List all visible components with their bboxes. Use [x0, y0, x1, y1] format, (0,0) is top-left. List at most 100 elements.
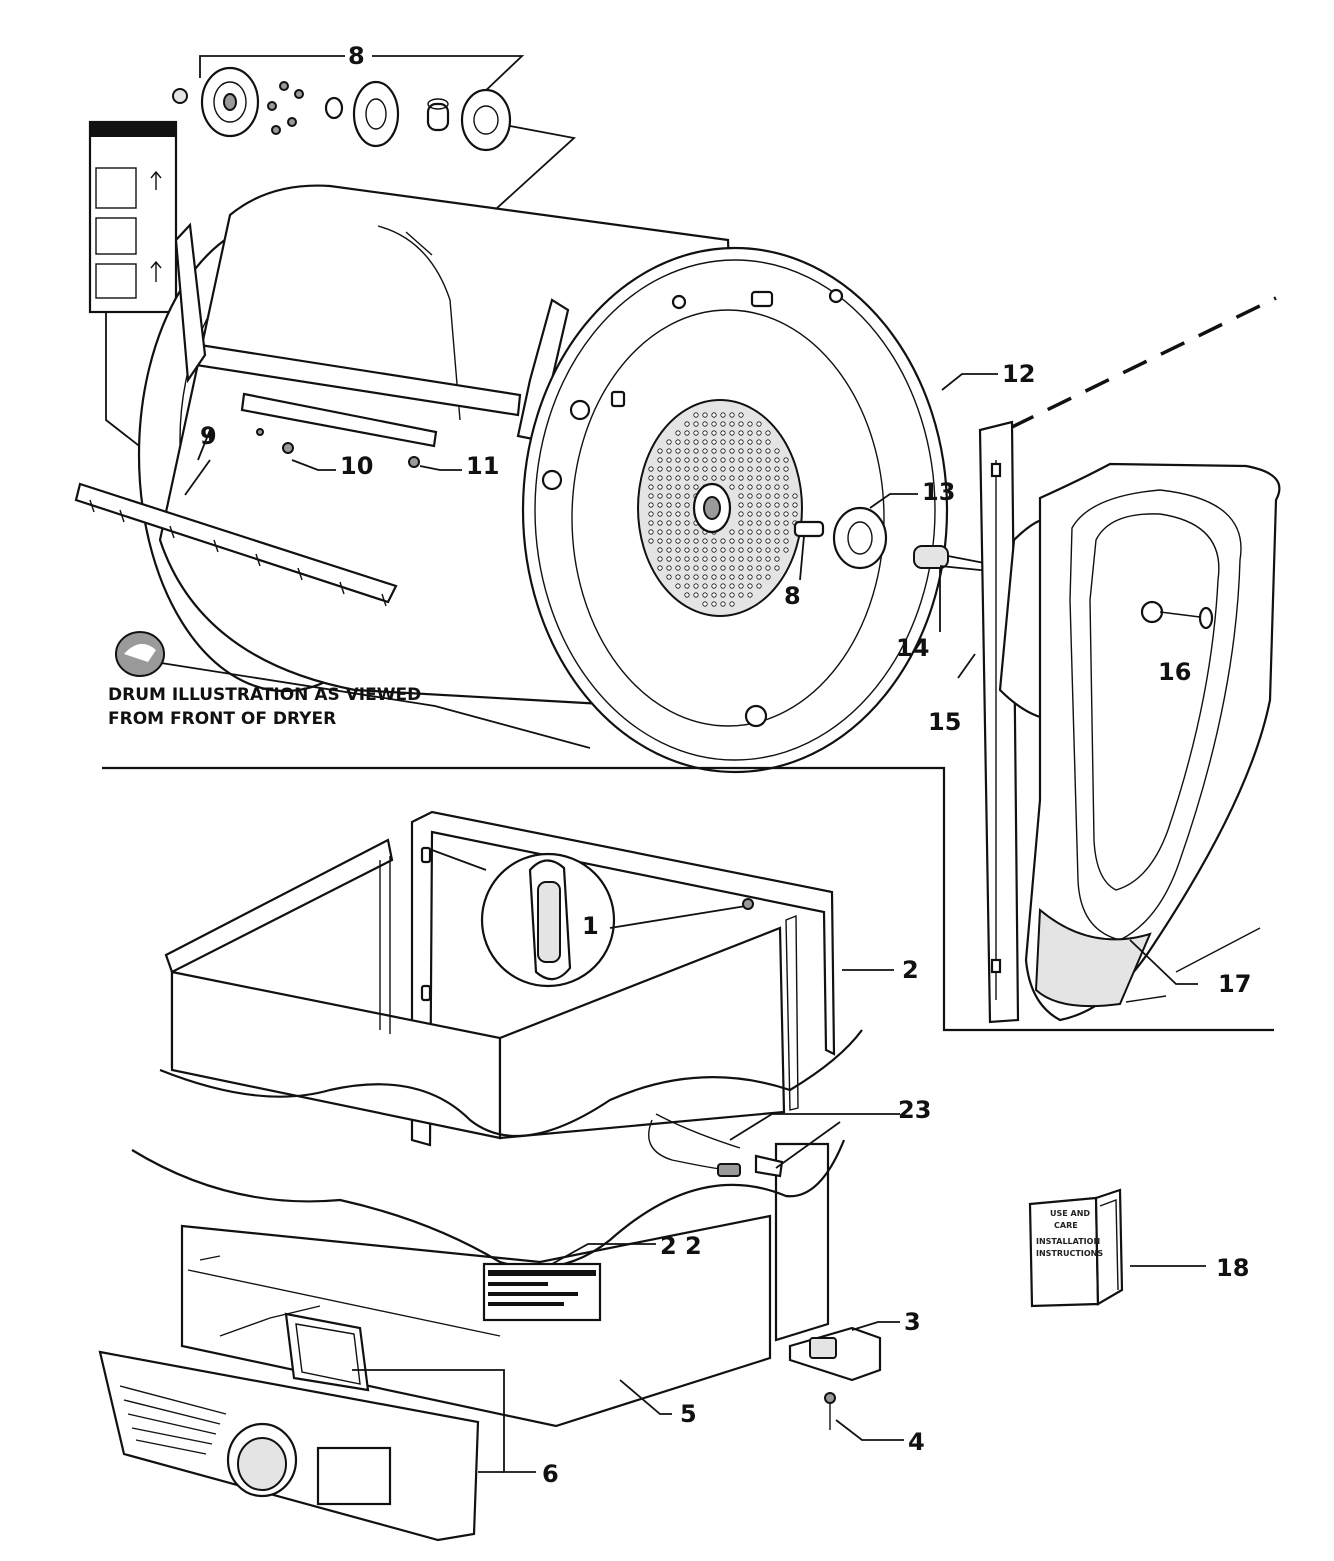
perforation-hole: [792, 493, 798, 499]
perforation-hole: [666, 511, 672, 517]
perforation-hole: [783, 529, 789, 535]
perforation-hole: [765, 538, 771, 544]
perforation-hole: [693, 592, 699, 598]
perforation-hole: [756, 475, 762, 481]
perforation-hole: [792, 502, 798, 508]
perforation-hole: [684, 439, 690, 445]
perforation-hole: [774, 475, 780, 481]
perforation-hole: [765, 439, 771, 445]
perforation-hole: [738, 484, 744, 490]
perforation-hole: [693, 412, 699, 418]
perforation-hole: [648, 493, 654, 499]
perforation-hole: [729, 538, 735, 544]
perforation-hole: [693, 421, 699, 427]
perforation-hole: [675, 430, 681, 436]
screw-part-4: [824, 1392, 904, 1441]
perforation-hole: [648, 484, 654, 490]
callout-16: 16: [1158, 658, 1191, 686]
perforation-hole: [738, 583, 744, 589]
perforation-hole: [747, 475, 753, 481]
perforation-hole: [702, 421, 708, 427]
perforation-hole: [738, 448, 744, 454]
cabinet-label-part-22: [482, 1243, 656, 1322]
perforation-hole: [657, 475, 663, 481]
callout-5: 5: [680, 1400, 697, 1428]
perforation-hole: [792, 511, 798, 517]
perforation-hole: [693, 439, 699, 445]
drum-view-note-line2: FROM FRONT OF DRYER: [108, 709, 336, 729]
perforation-hole: [657, 511, 663, 517]
perforation-hole: [720, 601, 726, 607]
perforation-hole: [693, 565, 699, 571]
perforation-hole: [657, 538, 663, 544]
perforation-hole: [684, 448, 690, 454]
callout-12: 12: [1002, 360, 1035, 388]
perforation-hole: [702, 430, 708, 436]
perforation-hole: [738, 556, 744, 562]
perforation-hole: [666, 475, 672, 481]
perforation-hole: [711, 583, 717, 589]
perforation-hole: [729, 484, 735, 490]
perforation-hole: [657, 484, 663, 490]
callout-8-top: 8: [348, 42, 365, 70]
perforation-hole: [693, 430, 699, 436]
perforation-hole: [693, 547, 699, 553]
perforation-hole: [729, 475, 735, 481]
perforation-hole: [738, 520, 744, 526]
perforation-hole: [765, 493, 771, 499]
perforation-hole: [693, 484, 699, 490]
manual-line-2: CARE: [1054, 1221, 1078, 1230]
perforation-hole: [675, 439, 681, 445]
perforation-hole: [774, 565, 780, 571]
manual-line-4: INSTRUCTIONS: [1036, 1249, 1103, 1258]
drum-front-guide-strip: [74, 482, 398, 607]
perforation-hole: [756, 493, 762, 499]
perforation-hole: [765, 448, 771, 454]
perforation-hole: [783, 493, 789, 499]
perforation-hole: [774, 448, 780, 454]
perforation-hole: [702, 538, 708, 544]
perforation-hole: [720, 439, 726, 445]
perforation-hole: [684, 493, 690, 499]
perforation-hole: [774, 466, 780, 472]
perforation-hole: [729, 466, 735, 472]
perforation-hole: [765, 520, 771, 526]
perforation-hole: [720, 457, 726, 463]
perforation-hole: [765, 475, 771, 481]
perforation-hole: [666, 574, 672, 580]
perforation-hole: [774, 511, 780, 517]
perforation-hole: [684, 502, 690, 508]
rear-bulkhead-assembly: [978, 420, 1281, 1024]
callout-1: 1: [582, 912, 599, 940]
perforation-hole: [738, 511, 744, 517]
perforation-hole: [693, 574, 699, 580]
perforation-hole: [693, 538, 699, 544]
perforation-hole: [675, 574, 681, 580]
perforation-hole: [729, 592, 735, 598]
perforation-hole: [756, 556, 762, 562]
perforation-hole: [738, 493, 744, 499]
perforation-hole: [729, 439, 735, 445]
perforation-hole: [747, 538, 753, 544]
drum-warning-label: [88, 120, 178, 471]
perforation-hole: [774, 556, 780, 562]
perforation-hole: [702, 475, 708, 481]
perforation-hole: [720, 430, 726, 436]
perforation-hole: [684, 538, 690, 544]
perforation-hole: [702, 601, 708, 607]
perforation-hole: [657, 502, 663, 508]
perforation-hole: [729, 448, 735, 454]
perforation-hole: [765, 529, 771, 535]
perforation-hole: [684, 457, 690, 463]
callout-13: 13: [922, 478, 955, 506]
callout-17: 17: [1218, 970, 1251, 998]
perforation-hole: [702, 556, 708, 562]
perforation-hole: [765, 466, 771, 472]
perforation-hole: [720, 466, 726, 472]
perforation-hole: [711, 448, 717, 454]
owners-manual-part-18: USE AND CARE INSTALLATION INSTRUCTIONS: [1028, 1188, 1206, 1308]
perforation-hole: [747, 583, 753, 589]
perforation-hole: [675, 502, 681, 508]
perforation-hole: [729, 574, 735, 580]
